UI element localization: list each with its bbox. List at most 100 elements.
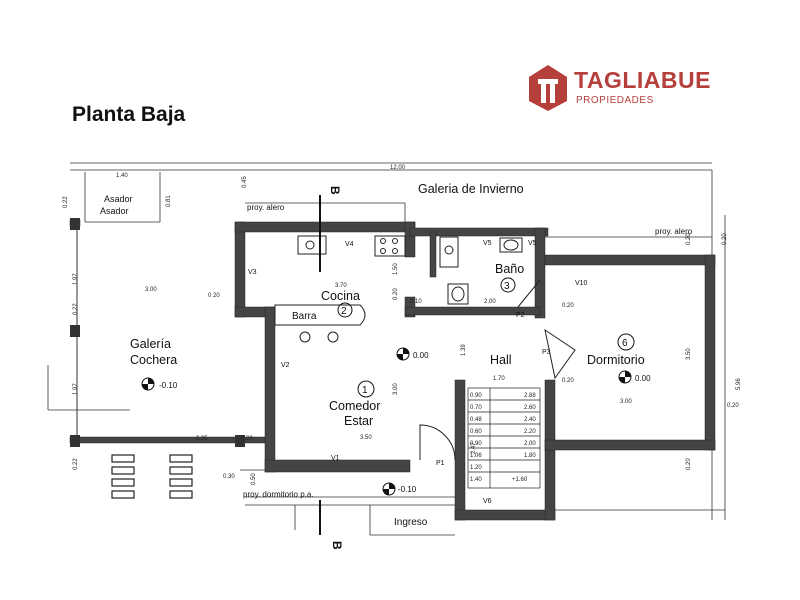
svg-text:2.60: 2.60 <box>524 405 536 411</box>
parking-strips <box>111 454 193 499</box>
dim-galeria-0-20b: 0.20 <box>241 436 253 442</box>
dim-comedor-3-50: 3.50 <box>360 435 372 441</box>
dim-hall-0-20: 0.20 <box>562 378 574 384</box>
svg-text:2.88: 2.88 <box>524 393 536 399</box>
label-dormitorio: Dormitorio <box>587 353 645 367</box>
level-galeria: -0.10 <box>159 381 178 390</box>
opening-v1: V1 <box>331 455 340 462</box>
opening-v5b: V5 <box>528 240 537 247</box>
opening-v2: V2 <box>281 362 290 369</box>
note-proy-dormitorio: proy. dormitorio p.a. <box>243 490 314 499</box>
staircase <box>467 387 541 489</box>
svg-text:0.48: 0.48 <box>470 417 482 423</box>
svg-text:1.80: 1.80 <box>524 453 536 459</box>
label-hall: Hall <box>490 353 512 367</box>
frame-lines <box>47 162 726 536</box>
svg-text:2.40: 2.40 <box>524 417 536 423</box>
svg-text:2.20: 2.20 <box>524 429 536 435</box>
dim-galeria-3-35: 3.35 <box>196 436 208 442</box>
dim-alero-0-45: 0.45 <box>242 176 248 188</box>
number-bano: 3 <box>504 281 510 292</box>
level-dormitorio: 0.00 <box>635 374 651 383</box>
dim-dorm-0-20a: 0.20 <box>686 233 692 245</box>
label-galeria: Galería <box>130 337 171 351</box>
logo-name: TAGLIABUE <box>574 67 711 93</box>
section-mark-top: B <box>328 186 342 195</box>
number-dormitorio: 6 <box>622 338 628 349</box>
number-cocina: 2 <box>341 306 347 317</box>
dim-stairs-2-47: 2.47 <box>471 442 477 454</box>
walls <box>69 219 716 521</box>
section-mark-bottom: B <box>330 541 344 550</box>
tagliabue-logo: TAGLIABUE PROPIEDADES <box>524 63 710 113</box>
opening-v5a: V5 <box>483 240 492 247</box>
level-markers <box>141 347 632 496</box>
doors <box>419 279 576 461</box>
label-cochera: Cochera <box>130 353 177 367</box>
dim-dorm-0-20c: 0.20 <box>727 403 739 409</box>
level-ingreso: -0.10 <box>398 485 417 494</box>
dim-bottom-0-30: 0.30 <box>223 474 235 480</box>
label-estar: Estar <box>344 414 373 428</box>
opening-v6: V6 <box>483 498 492 505</box>
kitchen-fixtures <box>274 235 406 343</box>
dim-cocina-0-20: 0.20 <box>393 288 399 300</box>
svg-text:1.06: 1.06 <box>470 453 482 459</box>
svg-text:1.40: 1.40 <box>470 477 482 483</box>
label-bano: Baño <box>495 262 524 276</box>
svg-text:2.00: 2.00 <box>524 441 536 447</box>
dim-right-0-20: 0.20 <box>722 233 728 245</box>
opening-v4: V4 <box>345 241 354 248</box>
dim-asador-0-81: 0.81 <box>166 195 172 207</box>
dim-bano-2-00: 2.00 <box>484 299 496 305</box>
opening-p2: P2 <box>516 312 525 319</box>
label-asador: Asador <box>100 206 129 216</box>
number-comedor: 1 <box>362 385 368 396</box>
svg-text:1.20: 1.20 <box>470 465 482 471</box>
logo-subtitle: PROPIEDADES <box>576 95 654 106</box>
label-comedor: Comedor <box>329 399 380 413</box>
dim-left-1-97b: 1.97 <box>73 383 79 395</box>
dim-bottom-0-50: 0.50 <box>251 473 257 485</box>
svg-text:0.90: 0.90 <box>470 393 482 399</box>
dim-left-0-22a: 0.22 <box>63 196 69 208</box>
house-logo-icon <box>529 65 567 111</box>
dim-cocina-1-50: 1.50 <box>393 263 399 275</box>
opening-p3: P3 <box>542 349 551 356</box>
dim-dorm-3-50: 3.50 <box>686 348 692 360</box>
label-asador-top: Asador <box>104 194 133 204</box>
dim-bano-0-10: 0.10 <box>410 299 422 305</box>
label-cocina: Cocina <box>321 289 360 303</box>
dim-cocina-3-70: 3.70 <box>335 283 347 289</box>
svg-text:+1.60: +1.60 <box>512 477 528 483</box>
dim-dorm-3-00: 3.00 <box>620 399 632 405</box>
opening-v10: V10 <box>575 280 588 287</box>
dim-right-5-96: 5.96 <box>736 378 742 390</box>
dim-bano-0-20: 0.20 <box>562 303 574 309</box>
columns <box>70 218 245 447</box>
note-proy-alero-1: proy. alero <box>247 203 285 212</box>
label-galeria-invierno: Galeria de Invierno <box>418 182 524 196</box>
dim-hall-1-70: 1.70 <box>493 376 505 382</box>
svg-text:0.90: 0.90 <box>470 441 482 447</box>
stair-step-labels: 0.90 0.70 0.48 0.60 0.90 1.06 1.20 1.40 … <box>470 393 536 483</box>
note-proy-alero-2: proy. alero <box>655 227 693 236</box>
page-title: Planta Baja <box>72 103 186 126</box>
level-comedor: 0.00 <box>413 351 429 360</box>
dim-hall-1-39: 1.39 <box>461 344 467 356</box>
dim-top-1-40: 1.40 <box>116 173 128 179</box>
dim-top-12: 12.00 <box>390 165 406 171</box>
dim-left-1-97a: 1.97 <box>73 273 79 285</box>
svg-text:0.60: 0.60 <box>470 429 482 435</box>
bathroom-fixtures <box>439 236 523 305</box>
label-barra: Barra <box>292 311 317 322</box>
dim-galeria-3-00: 3.00 <box>145 287 157 293</box>
dim-left-0-22b: 0.22 <box>73 303 79 315</box>
svg-text:0.70: 0.70 <box>470 405 482 411</box>
label-ingreso: Ingreso <box>394 517 428 528</box>
opening-p1: P1 <box>436 460 445 467</box>
dim-galeria-0-20: 0 20 <box>208 293 220 299</box>
dim-comedor-3-00: 3.00 <box>393 383 399 395</box>
dim-left-0-22c: 0.22 <box>73 458 79 470</box>
